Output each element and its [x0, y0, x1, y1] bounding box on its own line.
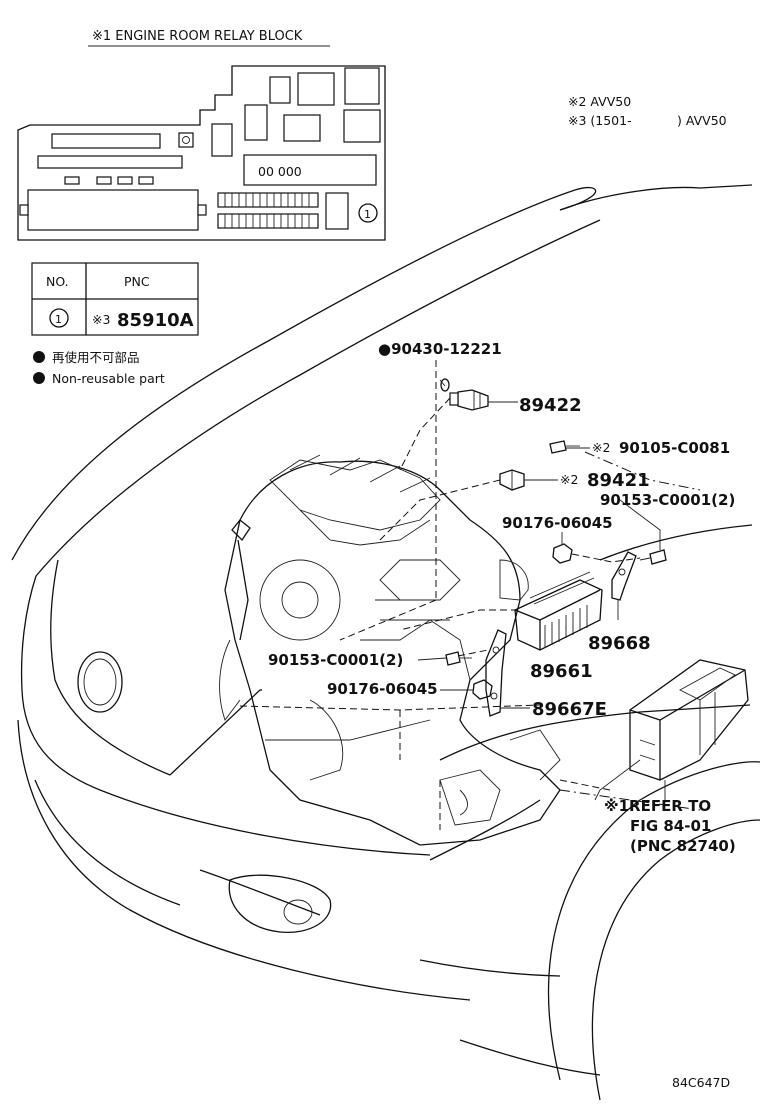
pnc-table-header-no: NO.	[46, 274, 69, 289]
relay-fuse-grid	[217, 192, 319, 229]
label-90430-12221: ●90430-12221	[378, 340, 502, 358]
label-refer-line2: FIG 84-01	[630, 817, 711, 835]
relay-fuse-text: 00 000	[258, 164, 302, 179]
notes: ※2 AVV50 ※3 (1501- ) AVV50	[568, 94, 727, 128]
relay-block-title: ※1 ENGINE ROOM RELAY BLOCK	[92, 29, 303, 44]
part-engine-room-relay-block	[629, 659, 749, 781]
part-labels: ●90430-12221 89422 ※2 90105-C0081 ※2 894…	[268, 340, 736, 855]
legend: 再使用不可部品 Non-reusable part	[33, 350, 165, 386]
part-90153-bolt-left	[445, 651, 472, 666]
label-90176-06045-top: 90176-06045	[502, 514, 613, 532]
label-90105-c0081: 90105-C0081	[619, 439, 730, 457]
part-89667e-bracket	[485, 629, 507, 717]
pnc-table-row-no: 1	[55, 313, 62, 326]
part-89668-bracket	[611, 551, 637, 601]
label-refer-line1: ※1REFER TO	[604, 797, 711, 815]
fog-lamp	[228, 874, 332, 934]
label-89667e: 89667E	[532, 699, 607, 720]
part-89422-sensor	[440, 378, 489, 411]
part-89421-sensor	[499, 469, 525, 491]
relay-callout-number: 1	[364, 208, 371, 221]
label-89422: 89422	[519, 395, 582, 416]
pnc-table-row-mark: ※3	[92, 312, 110, 327]
note-1501-prefix: ※3 (1501-	[568, 113, 632, 128]
part-90176-nut-bottom	[472, 679, 493, 700]
leader-lines	[239, 360, 701, 830]
label-90176-06045-bottom: 90176-06045	[327, 680, 438, 698]
part-90176-nut-top	[552, 543, 573, 564]
label-89421-mark: ※2	[560, 472, 578, 487]
legend-jp: 再使用不可部品	[52, 350, 140, 365]
label-refer-line3: (PNC 82740)	[630, 837, 736, 855]
label-89661: 89661	[530, 661, 593, 682]
engine-assembly	[219, 454, 561, 846]
part-90105-bolt	[549, 440, 580, 454]
relay-callout-circle	[358, 203, 378, 223]
emblem-icon	[77, 651, 123, 713]
note-avv50: ※2 AVV50	[568, 94, 631, 109]
part-89661-ecu	[514, 571, 603, 651]
label-90105-mark: ※2	[592, 440, 610, 455]
pnc-table: NO. PNC 1 ※3 85910A	[31, 262, 199, 336]
non-reusable-bullet-icon	[33, 351, 45, 363]
legend-en: Non-reusable part	[52, 371, 165, 386]
relay-block-inset: ※1 ENGINE ROOM RELAY BLOCK 00 000 1	[17, 29, 386, 241]
label-90153-c0001-left: 90153-C0001(2)	[268, 651, 403, 669]
pnc-table-row-pnc: 85910A	[117, 310, 194, 331]
label-90153-c0001-right: 90153-C0001(2)	[600, 491, 735, 509]
pnc-table-header-pnc: PNC	[124, 274, 150, 289]
vehicle-body	[11, 184, 760, 1101]
figure-code: 84C647D	[672, 1075, 730, 1090]
gasket-90430	[440, 378, 450, 392]
part-90153-bolt-right	[639, 549, 667, 565]
label-89421: 89421	[587, 470, 650, 491]
label-89668: 89668	[588, 633, 651, 654]
note-1501-suffix: ) AVV50	[677, 113, 727, 128]
